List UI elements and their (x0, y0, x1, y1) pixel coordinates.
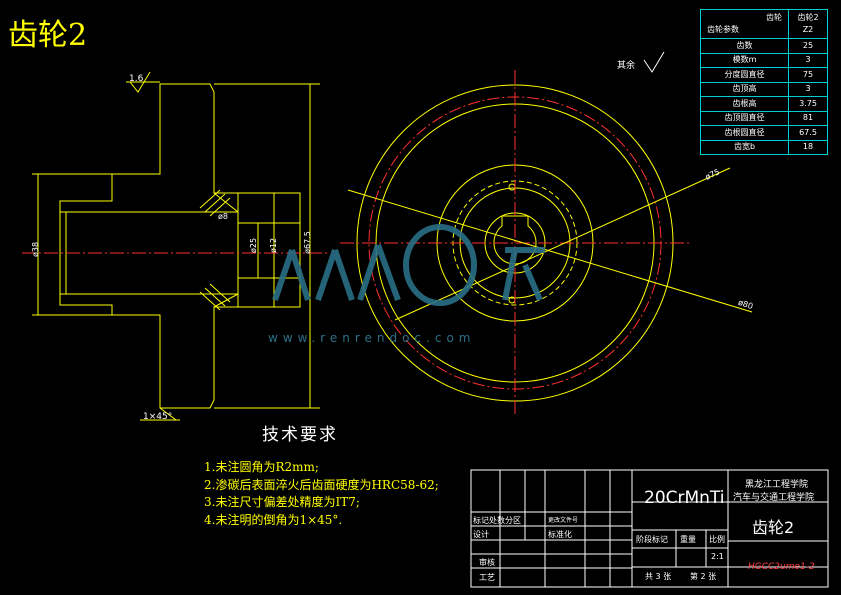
tech-requirements-heading: 技术要求 (262, 425, 338, 445)
label-process: 工艺 (479, 573, 495, 582)
table-header-right: 齿轮2 Z2 (788, 9, 828, 39)
roughness-other: 其余 (617, 61, 636, 71)
chamfer-label: 1×45° (143, 412, 173, 422)
label-review: 审核 (479, 558, 495, 567)
sheet-number: 第 2 张 (690, 572, 717, 581)
tech-item: 4.未注明的倒角为1×45°. (204, 512, 343, 527)
sheets-total: 共 3 张 (645, 572, 672, 581)
label-stage: 阶段标记 (636, 535, 668, 544)
material-label: 20CrMnTi (644, 488, 725, 508)
label-change: 更改文件号 (548, 517, 579, 524)
label-mark: 标记处数分区 (473, 516, 521, 525)
school-line2: 汽车与交通工程学院 (733, 493, 815, 503)
title-block-lines (470, 469, 829, 588)
dia-left-label: ø38 (31, 241, 41, 258)
label-weight: 重量 (680, 535, 696, 544)
drawing-title: 齿轮2 (8, 18, 88, 53)
label-design: 设计 (473, 530, 489, 539)
tech-item: 3.未注尺寸偏差处精度为IT7; (204, 495, 360, 509)
label-scale: 比例 (709, 535, 725, 544)
side-view (22, 71, 330, 421)
watermark-logo (272, 224, 545, 306)
scale-value: 2:1 (711, 552, 724, 561)
school-line1: 黑龙江工程学院 (745, 480, 809, 490)
tech-item: 2.渗碳后表面淬火后齿面硬度为HRC58-62; (204, 477, 439, 492)
dia-small-label: ø8 (218, 212, 228, 221)
front-view (340, 51, 753, 416)
dia-hub-label: ø25 (249, 237, 259, 254)
label-standard: 标准化 (548, 530, 572, 539)
dia-outer-label: ø67.5 (302, 231, 312, 254)
drawing-code: HGCC2ume1-2 (748, 562, 815, 572)
table-header-left: 齿轮 齿轮参数 (700, 9, 789, 39)
part-name: 齿轮2 (752, 518, 795, 537)
roughness-label: 1.6 (129, 74, 144, 84)
dia-bore-label: ø12 (269, 237, 279, 254)
watermark-url: www.renrendoc.com (268, 331, 476, 345)
tech-requirements-list: 1.未注圆角为R2mm; 2.渗碳后表面淬火后齿面硬度为HRC58-62; 3.… (204, 459, 439, 529)
tech-item: 1.未注圆角为R2mm; (204, 460, 319, 474)
table-header-row: 齿轮 齿轮参数 齿轮2 Z2 (700, 9, 828, 39)
